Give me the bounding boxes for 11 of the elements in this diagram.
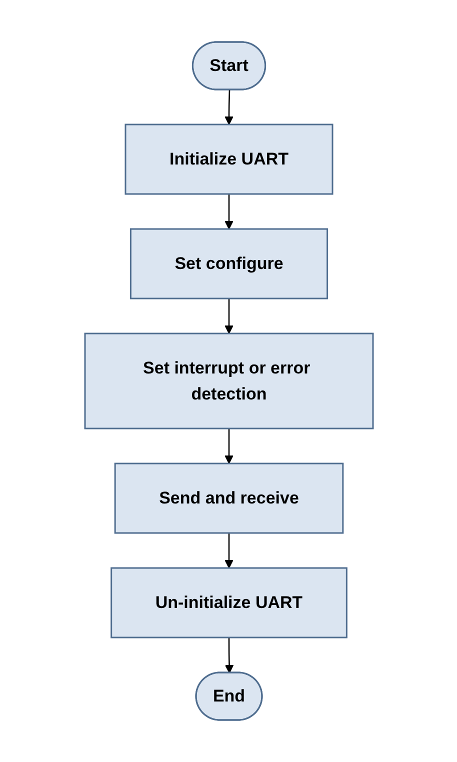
node-box: Set interrupt or error detection xyxy=(84,332,374,430)
arrow xyxy=(224,194,233,230)
node-box: Set configure xyxy=(129,228,328,300)
node-box: Un-initialize UART xyxy=(110,567,347,638)
arrow xyxy=(224,533,233,568)
arrow xyxy=(224,638,234,674)
arrow xyxy=(224,90,233,125)
node-box: Initialize UART xyxy=(124,124,333,195)
node-box: Send and receive xyxy=(114,462,344,534)
arrow xyxy=(224,298,233,334)
arrow xyxy=(224,428,233,464)
